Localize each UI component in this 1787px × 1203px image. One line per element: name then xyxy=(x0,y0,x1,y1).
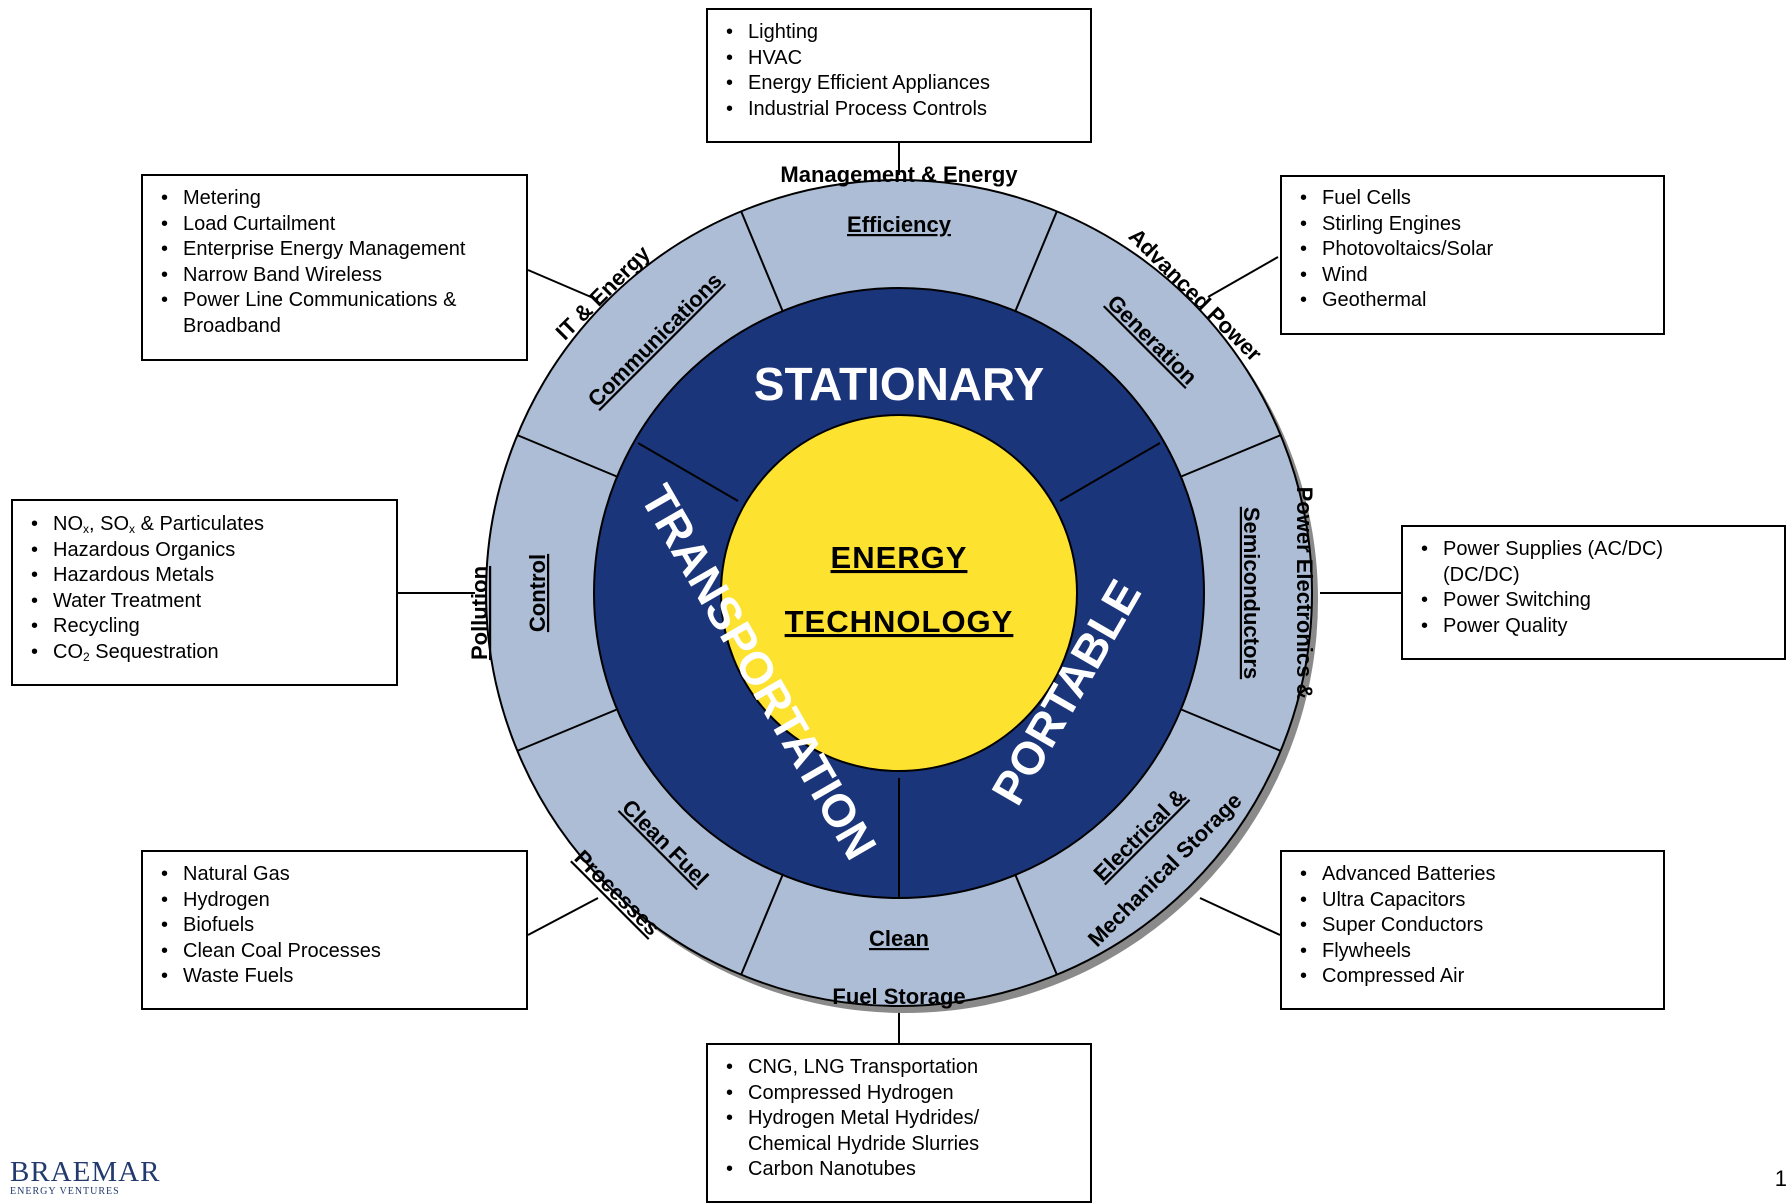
list-item: Geothermal xyxy=(1300,288,1663,314)
list-item: Carbon Nanotubes xyxy=(726,1157,1090,1183)
list-item: Power Quality xyxy=(1421,614,1784,640)
list-item: CO2 Sequestration xyxy=(31,640,396,666)
list-item: Lighting xyxy=(726,20,1090,46)
label-clean: Clean xyxy=(869,926,929,951)
list-item: Stirling Engines xyxy=(1300,212,1663,238)
list-item: Compressed Air xyxy=(1300,964,1663,990)
box-it-communications: Metering Load Curtailment Enterprise Ene… xyxy=(141,174,528,361)
connector-lines xyxy=(398,142,1402,1044)
braemar-logo: BRAEMAR ENERGY VENTURES xyxy=(10,1156,161,1198)
label-efficiency: Efficiency xyxy=(847,212,952,237)
center-title-line1: ENERGY xyxy=(831,540,968,575)
center-circle xyxy=(720,414,1078,772)
center-title-line2: TECHNOLOGY xyxy=(785,604,1014,639)
list-item: Waste Fuels xyxy=(161,964,526,990)
box-power-electronics: Power Supplies (AC/DC) (DC/DC) Power Swi… xyxy=(1401,525,1786,660)
list-item: Hazardous Organics xyxy=(31,538,396,564)
label-stationary: STATIONARY xyxy=(754,358,1044,410)
list-item: Wind xyxy=(1300,263,1663,289)
logo-main-text: BRAEMAR xyxy=(10,1156,161,1188)
box-fuel-storage: CNG, LNG Transportation Compressed Hydro… xyxy=(706,1043,1092,1203)
list-item: Super Conductors xyxy=(1300,913,1663,939)
box-fuel-processes: Natural Gas Hydrogen Biofuels Clean Coal… xyxy=(141,850,528,1010)
outer-ring-dividers xyxy=(516,210,1282,976)
page-number: 1 xyxy=(1774,1166,1787,1191)
logo-sub-text: ENERGY VENTURES xyxy=(10,1186,120,1197)
list-item: Natural Gas xyxy=(161,862,526,888)
list-item: Clean Coal Processes xyxy=(161,939,526,965)
list-item: Narrow Band Wireless xyxy=(161,263,526,289)
list-item: NOx, SOx & Particulates xyxy=(31,512,396,538)
box-storage: Advanced Batteries Ultra Capacitors Supe… xyxy=(1280,850,1665,1010)
list-item: (DC/DC) xyxy=(1443,563,1784,589)
list-item-continuation: (DC/DC) xyxy=(1443,563,1520,586)
list-item-continuation: Broadband xyxy=(183,314,281,337)
list-item: Water Treatment xyxy=(31,589,396,615)
list-item: HVAC xyxy=(726,46,1090,72)
label-fuel-storage: Fuel Storage xyxy=(832,984,965,1009)
list-item: Fuel Cells xyxy=(1300,186,1663,212)
list-item: Power Line Communications & xyxy=(161,288,526,314)
list-item: Advanced Batteries xyxy=(1300,862,1663,888)
list-item: Energy Efficient Appliances xyxy=(726,71,1090,97)
inner-ring-dividers xyxy=(637,442,1161,898)
list-item: Flywheels xyxy=(1300,939,1663,965)
list-item: CNG, LNG Transportation xyxy=(726,1055,1090,1081)
box-pollution: NOx, SOx & Particulates Hazardous Organi… xyxy=(11,499,398,686)
list-item: Biofuels xyxy=(161,913,526,939)
list-item: Recycling xyxy=(31,614,396,640)
box-generation: Fuel Cells Stirling Engines Photovoltaic… xyxy=(1280,175,1665,335)
label-semiconductors: Semiconductors xyxy=(1239,507,1264,679)
list-item: Power Switching xyxy=(1421,588,1784,614)
list-item: Load Curtailment xyxy=(161,212,526,238)
list-item: Compressed Hydrogen xyxy=(726,1081,1090,1107)
label-control: Control xyxy=(525,554,550,632)
list-item: Industrial Process Controls xyxy=(726,97,1090,123)
list-item: Metering xyxy=(161,186,526,212)
list-item: Power Supplies (AC/DC) xyxy=(1421,537,1784,563)
list-item: Chemical Hydride Slurries xyxy=(748,1132,1090,1158)
list-item: Hydrogen Metal Hydrides/ xyxy=(726,1106,1090,1132)
list-item: Enterprise Energy Management xyxy=(161,237,526,263)
list-item: Photovoltaics/Solar xyxy=(1300,237,1663,263)
label-power-electronics: Power Electronics & xyxy=(1292,487,1317,700)
list-item: Hydrogen xyxy=(161,888,526,914)
list-item: Broadband xyxy=(183,314,526,340)
label-management-energy: Management & Energy xyxy=(780,162,1018,187)
list-item-continuation: Chemical Hydride Slurries xyxy=(748,1132,980,1155)
box-efficiency: Lighting HVAC Energy Efficient Appliance… xyxy=(706,8,1092,143)
label-pollution: Pollution xyxy=(467,566,492,660)
list-item: Ultra Capacitors xyxy=(1300,888,1663,914)
list-item: Hazardous Metals xyxy=(31,563,396,589)
